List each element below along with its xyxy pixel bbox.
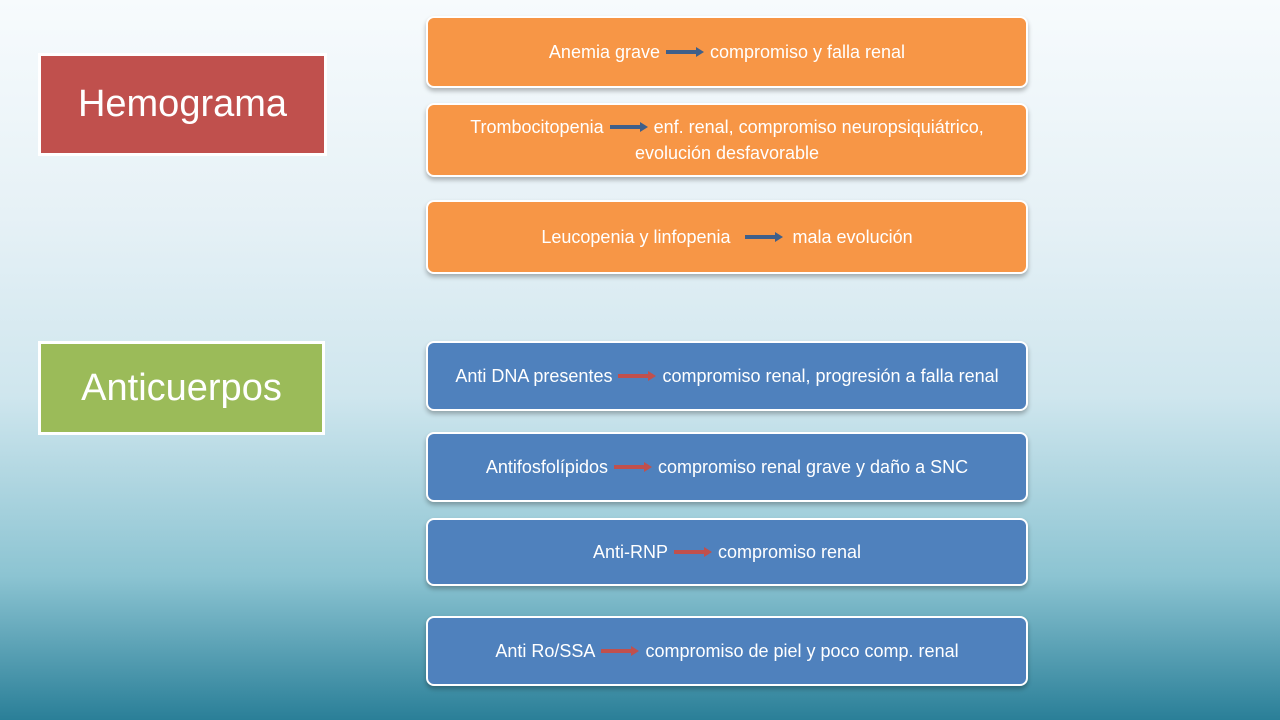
item-cause: Anti DNA presentes [455,366,613,386]
item-cause: Anti Ro/SSA [495,641,596,661]
item-effect: compromiso renal [717,542,862,562]
arrow-right-icon [618,371,657,382]
item-effect: mala evolución [792,227,913,247]
section-label-hemograma: Hemograma [38,53,327,156]
item-effect: compromiso renal, progresión a falla ren… [662,366,999,386]
item-cause: Leucopenia y linfopenia [541,227,731,247]
hemograma-item-1: Anemia grave compromiso y falla renal [426,16,1028,88]
section-label-anticuerpos: Anticuerpos [38,341,325,435]
arrow-right-icon [609,122,648,133]
hemograma-item-3: Leucopenia y linfopenia mala evolución [426,200,1028,274]
section-title-hemograma: Hemograma [77,83,288,125]
section-title-anticuerpos: Anticuerpos [81,366,282,409]
arrow-right-icon [673,547,712,558]
arrow-right-icon [744,232,783,243]
arrow-right-icon [601,646,640,657]
arrow-right-icon [613,462,652,473]
item-cause: Antifosfolípidos [485,457,608,477]
anticuerpos-item-2: Antifosfolípidos compromiso renal grave y… [426,432,1028,502]
item-effect: compromiso de piel y poco comp. renal [645,641,959,661]
hemograma-item-2: Trombocitopenia enf. renal, compromiso ne… [426,103,1028,177]
arrow-right-icon [665,47,704,58]
item-cause: Trombocitopenia [470,117,604,137]
item-cause: Anti-RNP [592,542,668,562]
anticuerpos-item-1: Anti DNA presentes compromiso renal, prog… [426,341,1028,411]
anticuerpos-item-4: Anti Ro/SSA compromiso de piel y poco com… [426,616,1028,686]
item-cause: Anemia grave [548,42,660,62]
item-effect: enf. renal, compromiso neuropsiquiátrico… [634,117,984,163]
item-effect: compromiso renal grave y daño a SNC [657,457,969,477]
item-effect: compromiso y falla renal [709,42,906,62]
anticuerpos-item-3: Anti-RNP compromiso renal [426,518,1028,586]
